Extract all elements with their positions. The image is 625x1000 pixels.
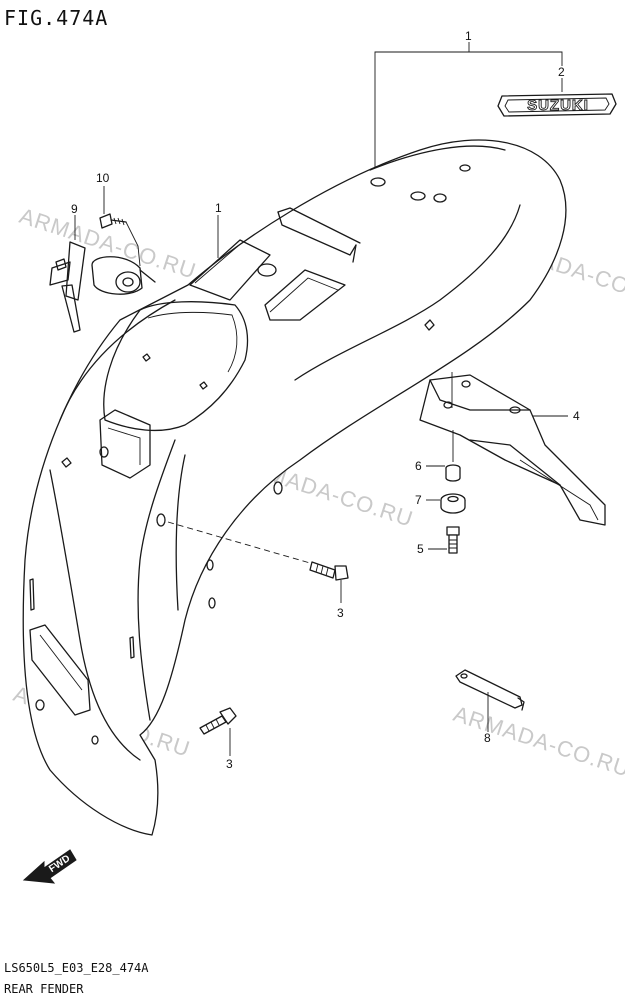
suzuki-emblem: SUZUKI	[497, 93, 617, 117]
callout-5: 5	[417, 542, 424, 556]
callout-7: 7	[415, 493, 422, 507]
callout-1-top: 1	[465, 29, 472, 43]
figure-title: FIG.474A	[4, 6, 109, 30]
bolt-5	[446, 526, 460, 554]
callout-3-lower: 3	[226, 757, 233, 771]
figure-name: REAR FENDER	[4, 982, 84, 996]
emblem-text: SUZUKI	[527, 97, 589, 114]
callout-8: 8	[484, 731, 491, 745]
callout-4: 4	[573, 409, 580, 423]
lock-assembly	[49, 213, 156, 333]
bolt-3-lower	[199, 707, 237, 735]
collar-6	[445, 464, 461, 482]
rear-fender	[22, 139, 567, 836]
callout-2: 2	[558, 65, 565, 79]
callout-9: 9	[71, 202, 78, 216]
watermark: ARMADA-CO.RU	[450, 701, 625, 782]
leader-lines	[74, 42, 568, 756]
side-bracket	[419, 374, 606, 526]
bolt-3-upper	[309, 561, 349, 581]
callout-labels: 1 2 1 10 9 4 6 7 5 3 3 8	[71, 29, 580, 771]
callout-1-side: 1	[215, 201, 222, 215]
cushion-7	[440, 493, 466, 514]
clamp-8	[455, 669, 525, 711]
callout-3-upper: 3	[337, 606, 344, 620]
callout-6: 6	[415, 459, 422, 473]
callout-10: 10	[96, 171, 110, 185]
figure-code: LS650L5_E03_E28_474A	[4, 961, 149, 975]
fwd-arrow: FWD	[22, 849, 77, 884]
